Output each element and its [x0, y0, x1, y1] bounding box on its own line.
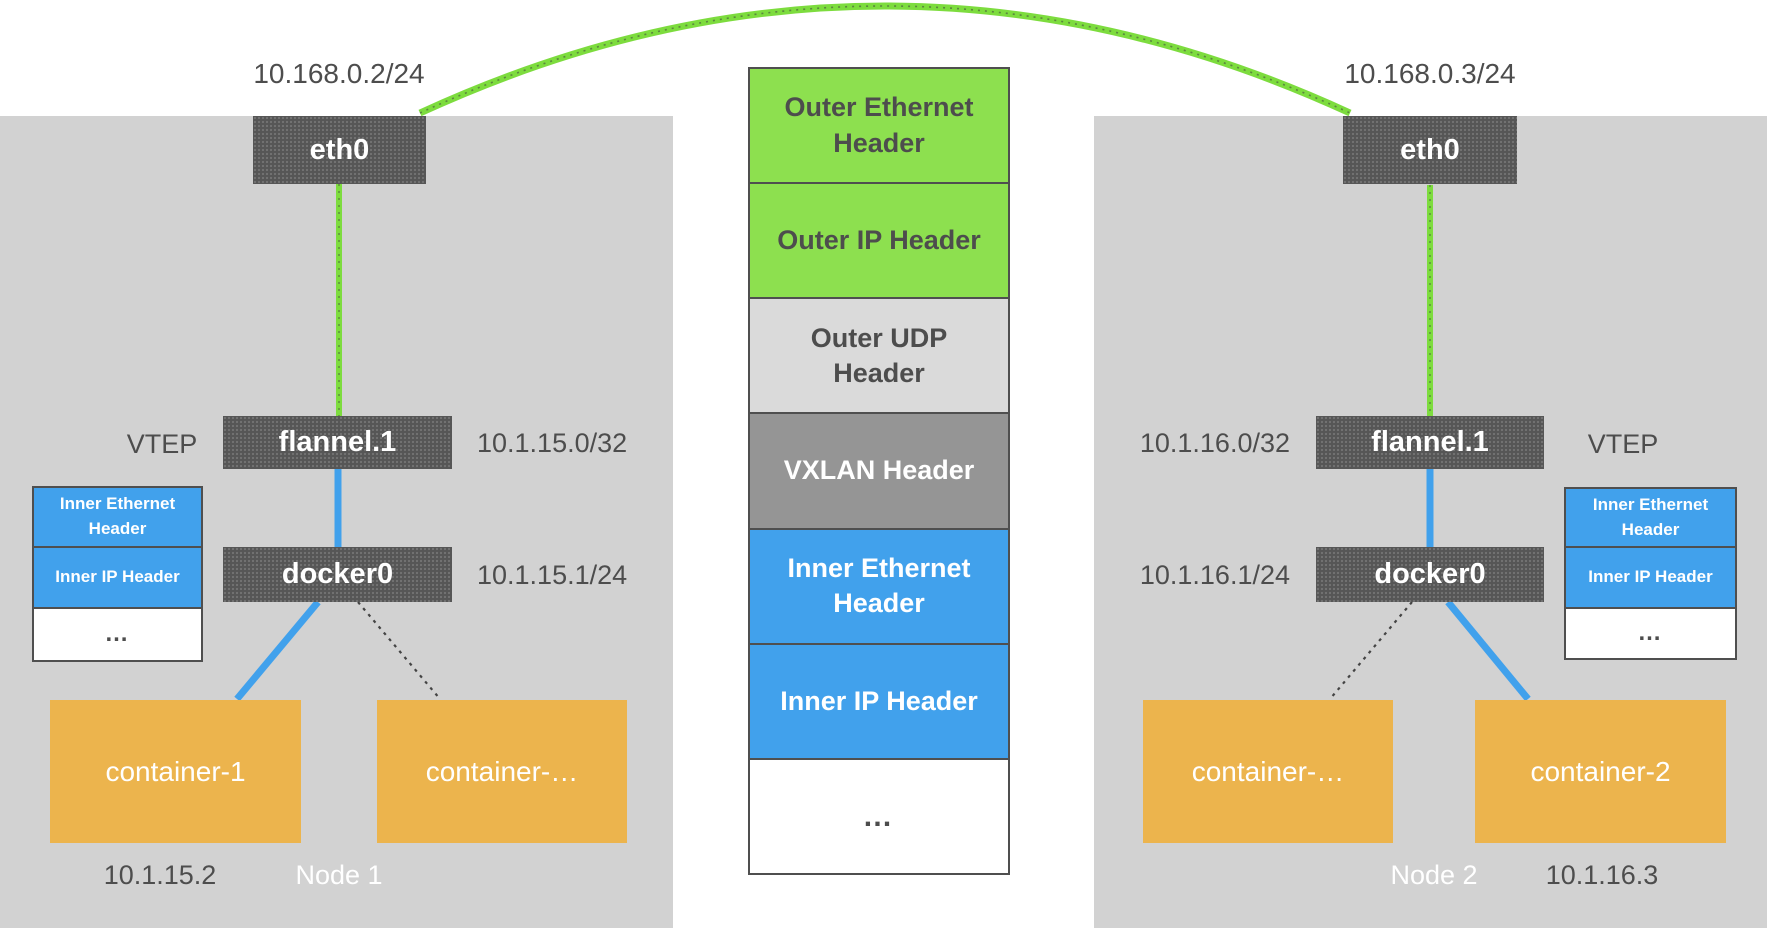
- node2-inner-ellipsis-cell: …: [1566, 607, 1735, 658]
- packet-inner-ethernet-header-cell: Inner Ethernet Header: [750, 527, 1008, 643]
- node1-docker-ip-label: 10.1.15.1/24: [477, 559, 628, 590]
- node1-inner-ethernet-header-cell: Inner Ethernet Header: [34, 488, 201, 546]
- node1-inner-header-stack: Inner Ethernet Header Inner IP Header …: [32, 486, 203, 662]
- node1-flannel-box: flannel.1: [223, 416, 452, 469]
- node2-flannel-ip-label: 10.1.16.0/32: [1139, 427, 1290, 458]
- node1-inner-ellipsis-cell: …: [34, 607, 201, 660]
- node2-inner-ethernet-header-cell: Inner Ethernet Header: [1566, 489, 1735, 546]
- node2-flannel-box: flannel.1: [1316, 416, 1544, 469]
- node2-container-ip-label: 10.1.16.3: [1545, 859, 1659, 890]
- node2-container-more-box: container-…: [1143, 700, 1393, 843]
- node2-eth0-ip-label: 10.168.0.3/24: [1344, 58, 1516, 89]
- packet-outer-ip-header-cell: Outer IP Header: [750, 182, 1008, 298]
- node1-docker-box: docker0: [223, 547, 452, 602]
- vxlan-packet-stack: Outer Ethernet Header Outer IP Header Ou…: [748, 67, 1010, 875]
- node2-container-2-box: container-2: [1475, 700, 1726, 843]
- node2-vtep-label: VTEP: [1587, 428, 1659, 459]
- packet-inner-ip-header-cell: Inner IP Header: [750, 642, 1008, 758]
- node1-container-1-box: container-1: [50, 700, 301, 843]
- packet-payload-ellipsis-cell: …: [750, 757, 1008, 873]
- vxlan-tunnel-arc: [418, 2, 1352, 117]
- node2-docker-container-dotted-link: [1329, 601, 1413, 700]
- node1-title: Node 1: [295, 859, 383, 890]
- node1-flannel-ip-label: 10.1.15.0/32: [477, 427, 628, 458]
- node1-eth0-box: eth0: [253, 116, 426, 184]
- node2-docker-box: docker0: [1316, 547, 1544, 602]
- packet-outer-udp-header-cell: Outer UDP Header: [750, 297, 1008, 413]
- node1-container-more-box: container-…: [377, 700, 627, 843]
- node2-docker-ip-label: 10.1.16.1/24: [1139, 559, 1290, 590]
- node2-docker-container2-link: [1445, 599, 1531, 702]
- node2-inner-header-stack: Inner Ethernet Header Inner IP Header …: [1564, 487, 1737, 660]
- node1-container-ip-label: 10.1.15.2: [103, 859, 217, 890]
- packet-vxlan-header-cell: VXLAN Header: [750, 412, 1008, 528]
- packet-outer-ethernet-header-cell: Outer Ethernet Header: [750, 69, 1008, 183]
- node1-docker-container1-link: [234, 599, 321, 702]
- node1-docker-container-dotted-link: [357, 601, 441, 700]
- node1-eth0-ip-label: 10.168.0.2/24: [253, 58, 425, 89]
- node2-inner-ip-header-cell: Inner IP Header: [1566, 546, 1735, 607]
- node1-inner-ip-header-cell: Inner IP Header: [34, 546, 201, 607]
- node2-title: Node 2: [1390, 859, 1478, 890]
- node2-eth0-box: eth0: [1343, 116, 1517, 184]
- node1-vtep-label: VTEP: [126, 428, 198, 459]
